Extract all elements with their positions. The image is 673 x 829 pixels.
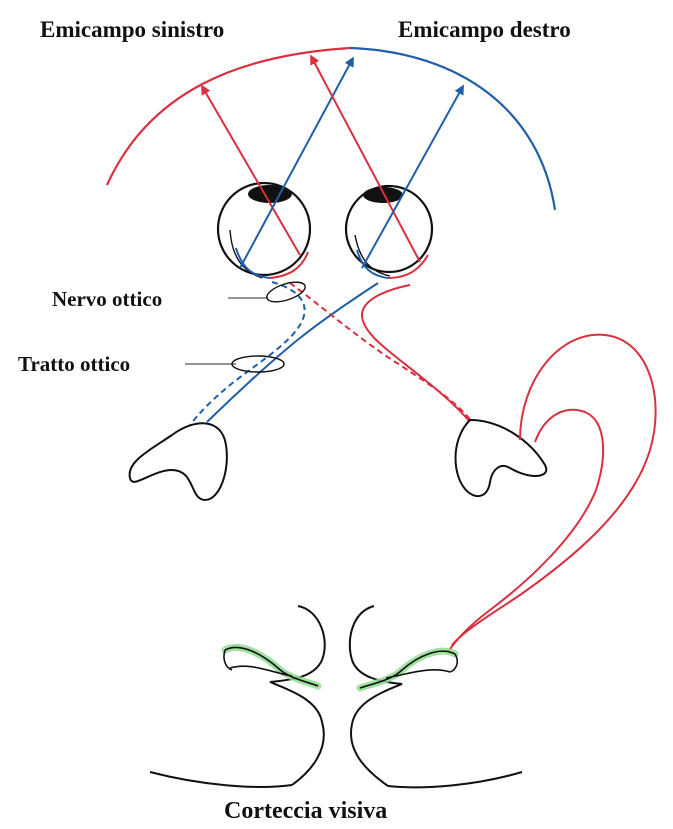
visual-cortex-label: Corteccia visiva (224, 798, 387, 824)
right-eye (346, 186, 432, 276)
left-field-label: Emicampo sinistro (40, 17, 224, 42)
right-lateral-geniculate-nucleus (456, 420, 547, 496)
blue-fiber-dashed (190, 282, 305, 425)
left-visual-field-arc (107, 48, 350, 185)
optic-tract-label: Tratto ottico (18, 352, 130, 376)
red-fiber-solid (362, 285, 470, 422)
left-eye (218, 183, 310, 278)
optic-nerve-label: Nervo ottico (52, 287, 162, 311)
right-field-label: Emicampo destro (398, 17, 571, 42)
blue-fiber-solid (207, 283, 378, 422)
right-visual-cortex (350, 606, 522, 787)
left-visual-cortex (150, 606, 325, 787)
red-fiber-dashed (290, 283, 472, 422)
optic-tract-marker (232, 356, 284, 372)
left-lateral-geniculate-nucleus (130, 423, 227, 500)
